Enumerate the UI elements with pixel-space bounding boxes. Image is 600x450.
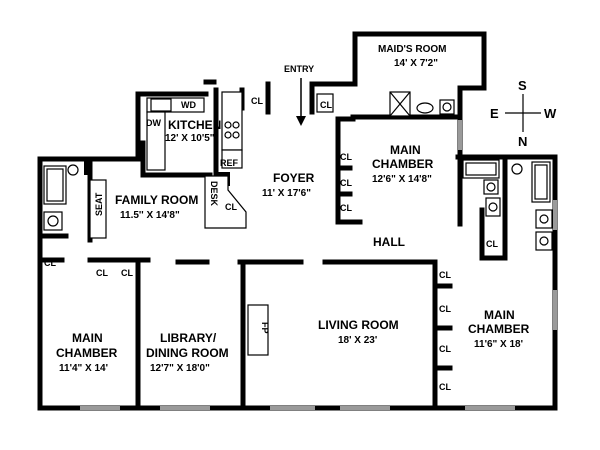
closet-label: CL xyxy=(320,100,332,110)
hall-name: HALL xyxy=(373,235,405,249)
closet-labels: CL CL CL CL CL CL CL CL CL CL CL CL CL C… xyxy=(44,96,498,392)
compass-e: E xyxy=(490,106,499,121)
wd-label: WD xyxy=(181,100,196,110)
chamber-right-name2: CHAMBER xyxy=(468,322,530,336)
windows xyxy=(80,120,557,410)
compass-n: N xyxy=(518,134,527,149)
closet-label: CL xyxy=(439,270,451,280)
family-room-name: FAMILY ROOM xyxy=(115,193,198,207)
seat-label: SEAT xyxy=(94,192,104,216)
closet-label: CL xyxy=(121,268,133,278)
closet-label: CL xyxy=(439,344,451,354)
closet-label: CL xyxy=(439,304,451,314)
kitchen-dims: 12' X 10'5" xyxy=(165,133,215,144)
chamber-top-name1: MAIN xyxy=(390,143,421,157)
closet-label: CL xyxy=(251,96,263,106)
closet-label: CL xyxy=(225,202,237,212)
dw-label: DW xyxy=(146,118,161,128)
entry-label: ENTRY xyxy=(284,64,314,74)
chamber-top-name2: CHAMBER xyxy=(372,157,434,171)
closet-label: CL xyxy=(340,152,352,162)
closet-label: CL xyxy=(44,258,56,268)
room-labels: ENTRY MAID'S ROOM 14' X 7'2" KITCHEN 12'… xyxy=(56,44,530,374)
living-room-dims: 18' X 23' xyxy=(338,335,377,346)
ref-label: REF xyxy=(220,158,239,168)
chamber-left-dims: 11'4" X 14' xyxy=(59,363,108,374)
chamber-right-name1: MAIN xyxy=(484,308,515,322)
closet-label: CL xyxy=(340,178,352,188)
closet-label: CL xyxy=(96,268,108,278)
library-name1: LIBRARY/ xyxy=(160,331,217,345)
living-room-name: LIVING ROOM xyxy=(318,318,399,332)
maids-room-name: MAID'S ROOM xyxy=(378,44,447,55)
maids-room-dims: 14' X 7'2" xyxy=(394,58,438,69)
closet-label: CL xyxy=(439,382,451,392)
entry-arrow xyxy=(296,78,306,126)
family-room-dims: 11.5'' X 14'8" xyxy=(120,210,180,221)
foyer-name: FOYER xyxy=(273,171,315,185)
foyer-dims: 11' X 17'6" xyxy=(262,188,311,199)
chamber-top-dims: 12'6" X 14'8" xyxy=(372,174,432,185)
compass: S N E W xyxy=(490,78,557,149)
library-name2: DINING ROOM xyxy=(146,346,229,360)
fp-label: FP xyxy=(260,322,270,334)
library-dims: 12'7" X 18'0" xyxy=(150,363,210,374)
fixtures xyxy=(43,91,553,371)
compass-s: S xyxy=(518,78,527,93)
compass-w: W xyxy=(544,106,557,121)
kitchen-name: KITCHEN xyxy=(168,118,221,132)
chamber-left-name1: MAIN xyxy=(72,331,103,345)
chamber-left-name2: CHAMBER xyxy=(56,346,118,360)
chamber-right-dims: 11'6" X 18' xyxy=(474,339,523,350)
closet-label: CL xyxy=(486,239,498,249)
closet-label: CL xyxy=(340,203,352,213)
desk-label: DESK xyxy=(209,181,219,207)
